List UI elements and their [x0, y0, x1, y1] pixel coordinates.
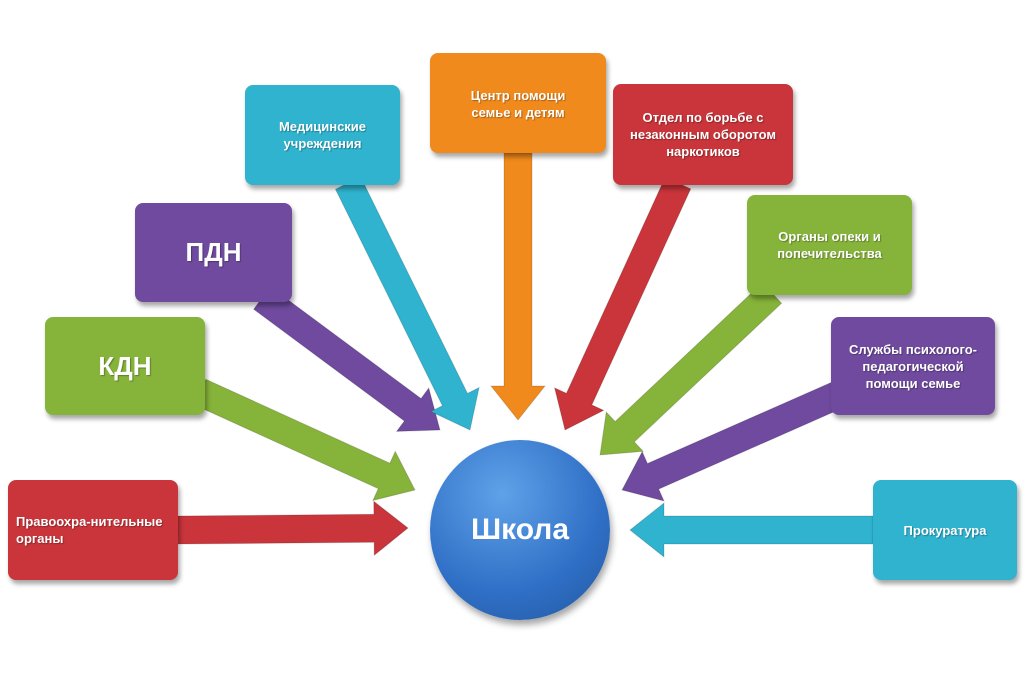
node-label: Прокуратура [903, 522, 987, 538]
node-pdn: ПДН [135, 203, 292, 302]
arrow-5 [553, 176, 692, 431]
arrow-2 [252, 286, 441, 432]
node-guardianship: Органы опеки и попечительства [747, 195, 912, 295]
center-label: Школа [470, 513, 570, 546]
node-kdn: КДН [45, 317, 205, 415]
node-label: Правоохра-нительные органы [16, 514, 163, 546]
arrow-3 [334, 176, 480, 431]
node-prosecutor: Прокуратура [873, 480, 1017, 580]
center-node-school: Школа [430, 440, 610, 620]
node-law-enforcement: Правоохра-нительные органы [8, 480, 178, 580]
arrow-1 [193, 378, 416, 502]
arrow-8 [629, 501, 874, 559]
node-label: Органы опеки и попечительства [777, 229, 882, 261]
node-label: ПДН [185, 237, 242, 267]
node-label: Службы психолого-педагогической помощи с… [849, 341, 977, 391]
node-label: Медицинские учреждения [278, 119, 367, 151]
node-label: КДН [98, 350, 152, 381]
node-family-center: Центр помощи семье и детям [430, 53, 606, 153]
arrow-7 [621, 379, 849, 502]
node-narcotics-department: Отдел по борьбе с незаконным оборотом на… [613, 84, 793, 185]
node-psych-services: Службы психолого-педагогической помощи с… [831, 317, 995, 415]
node-medical: Медицинские учреждения [245, 85, 400, 185]
node-label: Центр помощи семье и детям [470, 88, 566, 120]
arrow-4 [489, 152, 547, 421]
arrow-6 [599, 282, 783, 456]
arrow-0 [177, 500, 409, 557]
node-label: Отдел по борьбе с незаконным оборотом на… [630, 110, 776, 159]
